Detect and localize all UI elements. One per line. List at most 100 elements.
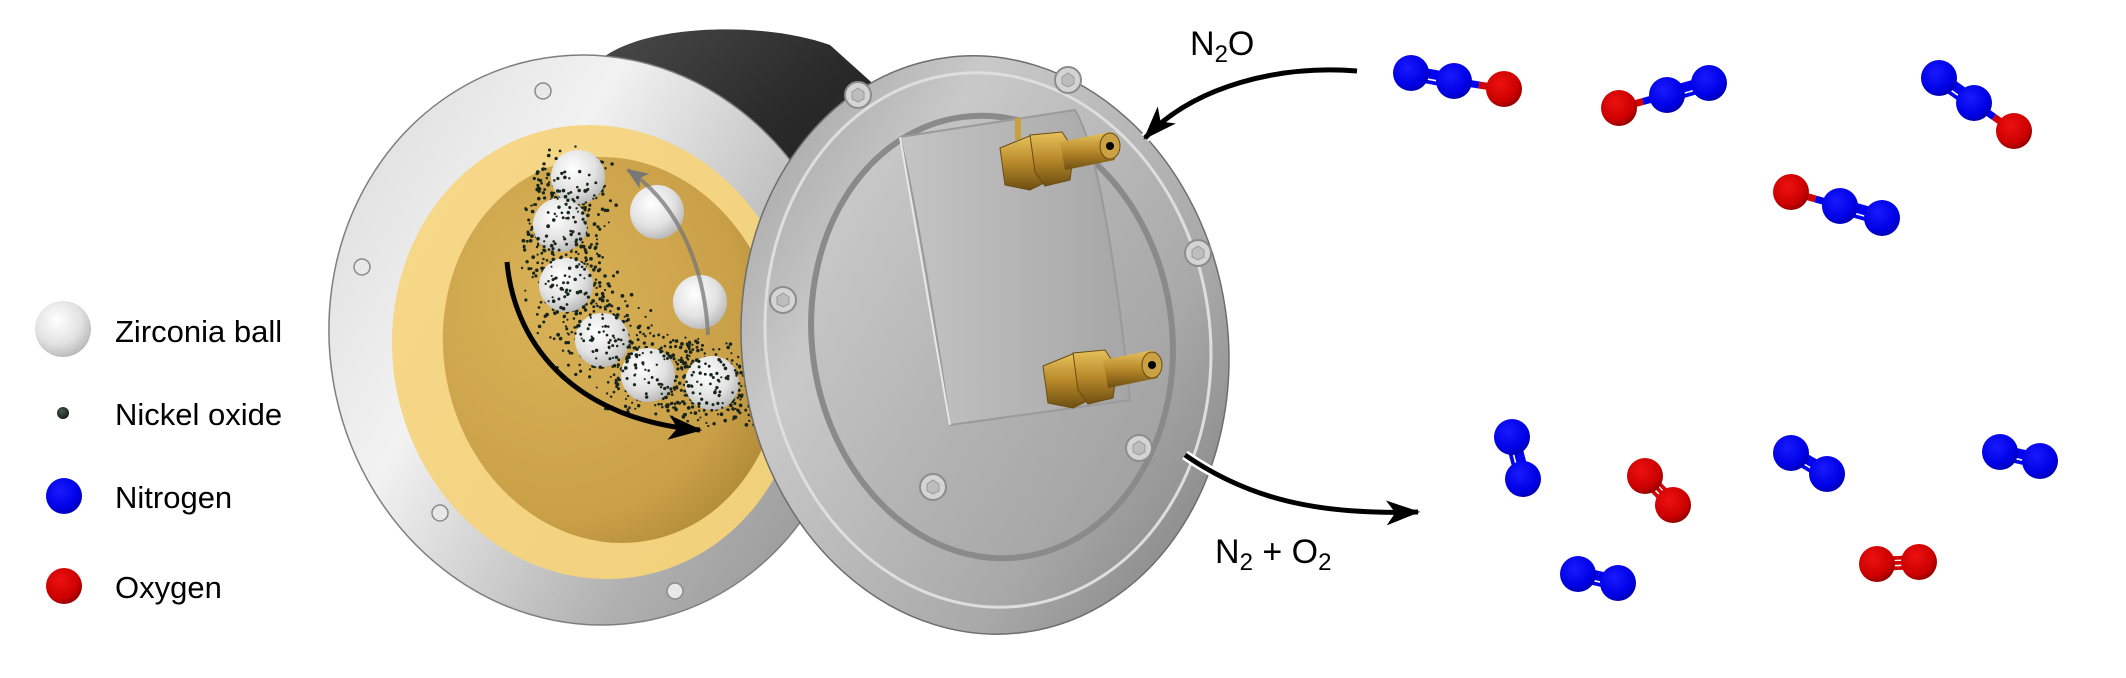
nickel-oxide-particle <box>726 377 730 381</box>
nickel-oxide-particle <box>635 334 639 337</box>
n2o-molecule <box>1921 60 2032 149</box>
nickel-oxide-particle <box>555 284 559 287</box>
nickel-oxide-particle <box>670 415 674 419</box>
nickel-oxide-particle <box>583 262 586 265</box>
nickel-oxide-particle <box>698 392 702 395</box>
nickel-oxide-particle <box>536 253 539 256</box>
nickel-oxide-particle <box>551 299 556 304</box>
nickel-oxide-particle <box>613 339 618 343</box>
nickel-oxide-particle <box>625 376 629 381</box>
nickel-oxide-particle <box>719 412 724 417</box>
nickel-oxide-particle <box>603 288 607 292</box>
nickel-oxide-particle <box>546 153 551 158</box>
nickel-oxide-particle <box>688 347 691 351</box>
nickel-oxide-particle <box>531 275 534 279</box>
nickel-oxide-particle <box>552 191 556 195</box>
nickel-oxide-particle <box>550 250 554 254</box>
nickel-oxide-particle <box>616 363 621 367</box>
nickel-oxide-particle <box>567 266 572 270</box>
nickel-oxide-particle <box>575 238 579 242</box>
nickel-oxide-particle <box>588 323 592 327</box>
nickel-oxide-particle <box>528 239 533 243</box>
nickel-oxide-particle <box>594 181 598 185</box>
oxygen-atom <box>1996 113 2032 149</box>
nickel-oxide-particle <box>579 369 583 373</box>
nickel-oxide-particle <box>573 220 577 224</box>
nickel-oxide-particle <box>726 374 730 378</box>
outlet-arrow <box>1183 452 1421 526</box>
nickel-oxide-particle <box>596 225 600 229</box>
nickel-oxide-particle <box>592 197 595 200</box>
nickel-oxide-particle <box>553 277 556 281</box>
nickel-oxide-particle <box>611 334 615 338</box>
nickel-oxide-particle <box>642 341 646 345</box>
nickel-oxide-particle <box>645 395 649 399</box>
nickel-oxide-particle <box>614 378 618 383</box>
nickel-oxide-particle <box>600 291 605 296</box>
nickel-oxide-particle <box>686 353 689 357</box>
nickel-oxide-particle <box>671 339 675 342</box>
nickel-oxide-particle <box>601 325 604 328</box>
nickel-oxide-particle <box>747 413 750 416</box>
nickel-oxide-particle <box>721 406 724 409</box>
nickel-oxide-particle <box>583 189 587 193</box>
nickel-oxide-particle <box>734 407 737 410</box>
nickel-oxide-particle <box>536 243 540 247</box>
nickel-oxide-particle <box>607 325 610 328</box>
nickel-oxide-particle <box>562 171 566 174</box>
nickel-oxide-particle <box>731 406 735 410</box>
nickel-oxide-particle <box>733 401 737 405</box>
nickel-oxide-particle <box>524 208 528 212</box>
oxygen-atom <box>1627 458 1663 494</box>
nickel-oxide-particle <box>567 192 570 195</box>
nickel-oxide-particle <box>525 260 529 264</box>
nickel-oxide-particle <box>577 323 581 328</box>
nickel-oxide-particle <box>521 238 526 243</box>
nickel-oxide-particle <box>644 334 647 338</box>
nickel-oxide-particle <box>677 358 680 362</box>
legend-item-oxygen: Oxygen <box>46 568 222 605</box>
oxygen-atom <box>1601 90 1637 126</box>
nickel-oxide-particle <box>684 349 688 354</box>
nickel-oxide-particle <box>626 318 630 322</box>
nickel-oxide-particle <box>588 203 592 207</box>
nickel-oxide-particle <box>583 248 587 251</box>
nickel-oxide-particle <box>595 238 599 241</box>
nickel-oxide-particle <box>649 332 652 335</box>
nickel-oxide-particle <box>547 248 551 251</box>
nitrogen-atom-icon <box>46 478 82 514</box>
nickel-oxide-particle <box>716 401 720 405</box>
nickel-oxide-particle <box>570 330 573 334</box>
nickel-oxide-particle <box>614 355 619 360</box>
nickel-oxide-particle <box>611 356 615 359</box>
nickel-oxide-particle <box>540 181 543 185</box>
nickel-oxide-particle <box>710 408 714 412</box>
nickel-oxide-particle <box>569 250 573 253</box>
nickel-oxide-particle <box>600 298 605 303</box>
nickel-oxide-particle <box>582 339 586 343</box>
nickel-oxide-particle <box>626 408 629 411</box>
nickel-oxide-particle <box>604 324 608 328</box>
nickel-oxide-particle <box>562 281 565 285</box>
nickel-oxide-particle <box>587 209 590 212</box>
nickel-oxide-particle <box>609 338 612 342</box>
nickel-oxide-particle <box>586 187 590 191</box>
nickel-oxide-particle <box>611 274 616 278</box>
nickel-oxide-particle <box>566 363 571 367</box>
nickel-oxide-particle <box>682 383 686 387</box>
nickel-oxide-particle <box>593 365 597 369</box>
nickel-oxide-particle <box>581 241 584 244</box>
nickel-oxide-particle <box>665 357 669 360</box>
nickel-oxide-particle <box>594 234 598 238</box>
outlet-port-icon <box>1148 361 1156 369</box>
nickel-oxide-particle <box>697 405 701 408</box>
nickel-oxide-particle <box>546 224 550 229</box>
nickel-oxide-particle <box>520 266 524 270</box>
nickel-oxide-particle <box>661 335 665 339</box>
nickel-oxide-particle <box>532 271 536 274</box>
nickel-oxide-particle <box>525 239 529 243</box>
nickel-oxide-particle <box>625 304 629 308</box>
nickel-oxide-particle <box>748 419 751 423</box>
nitrogen-atom <box>1822 188 1858 224</box>
